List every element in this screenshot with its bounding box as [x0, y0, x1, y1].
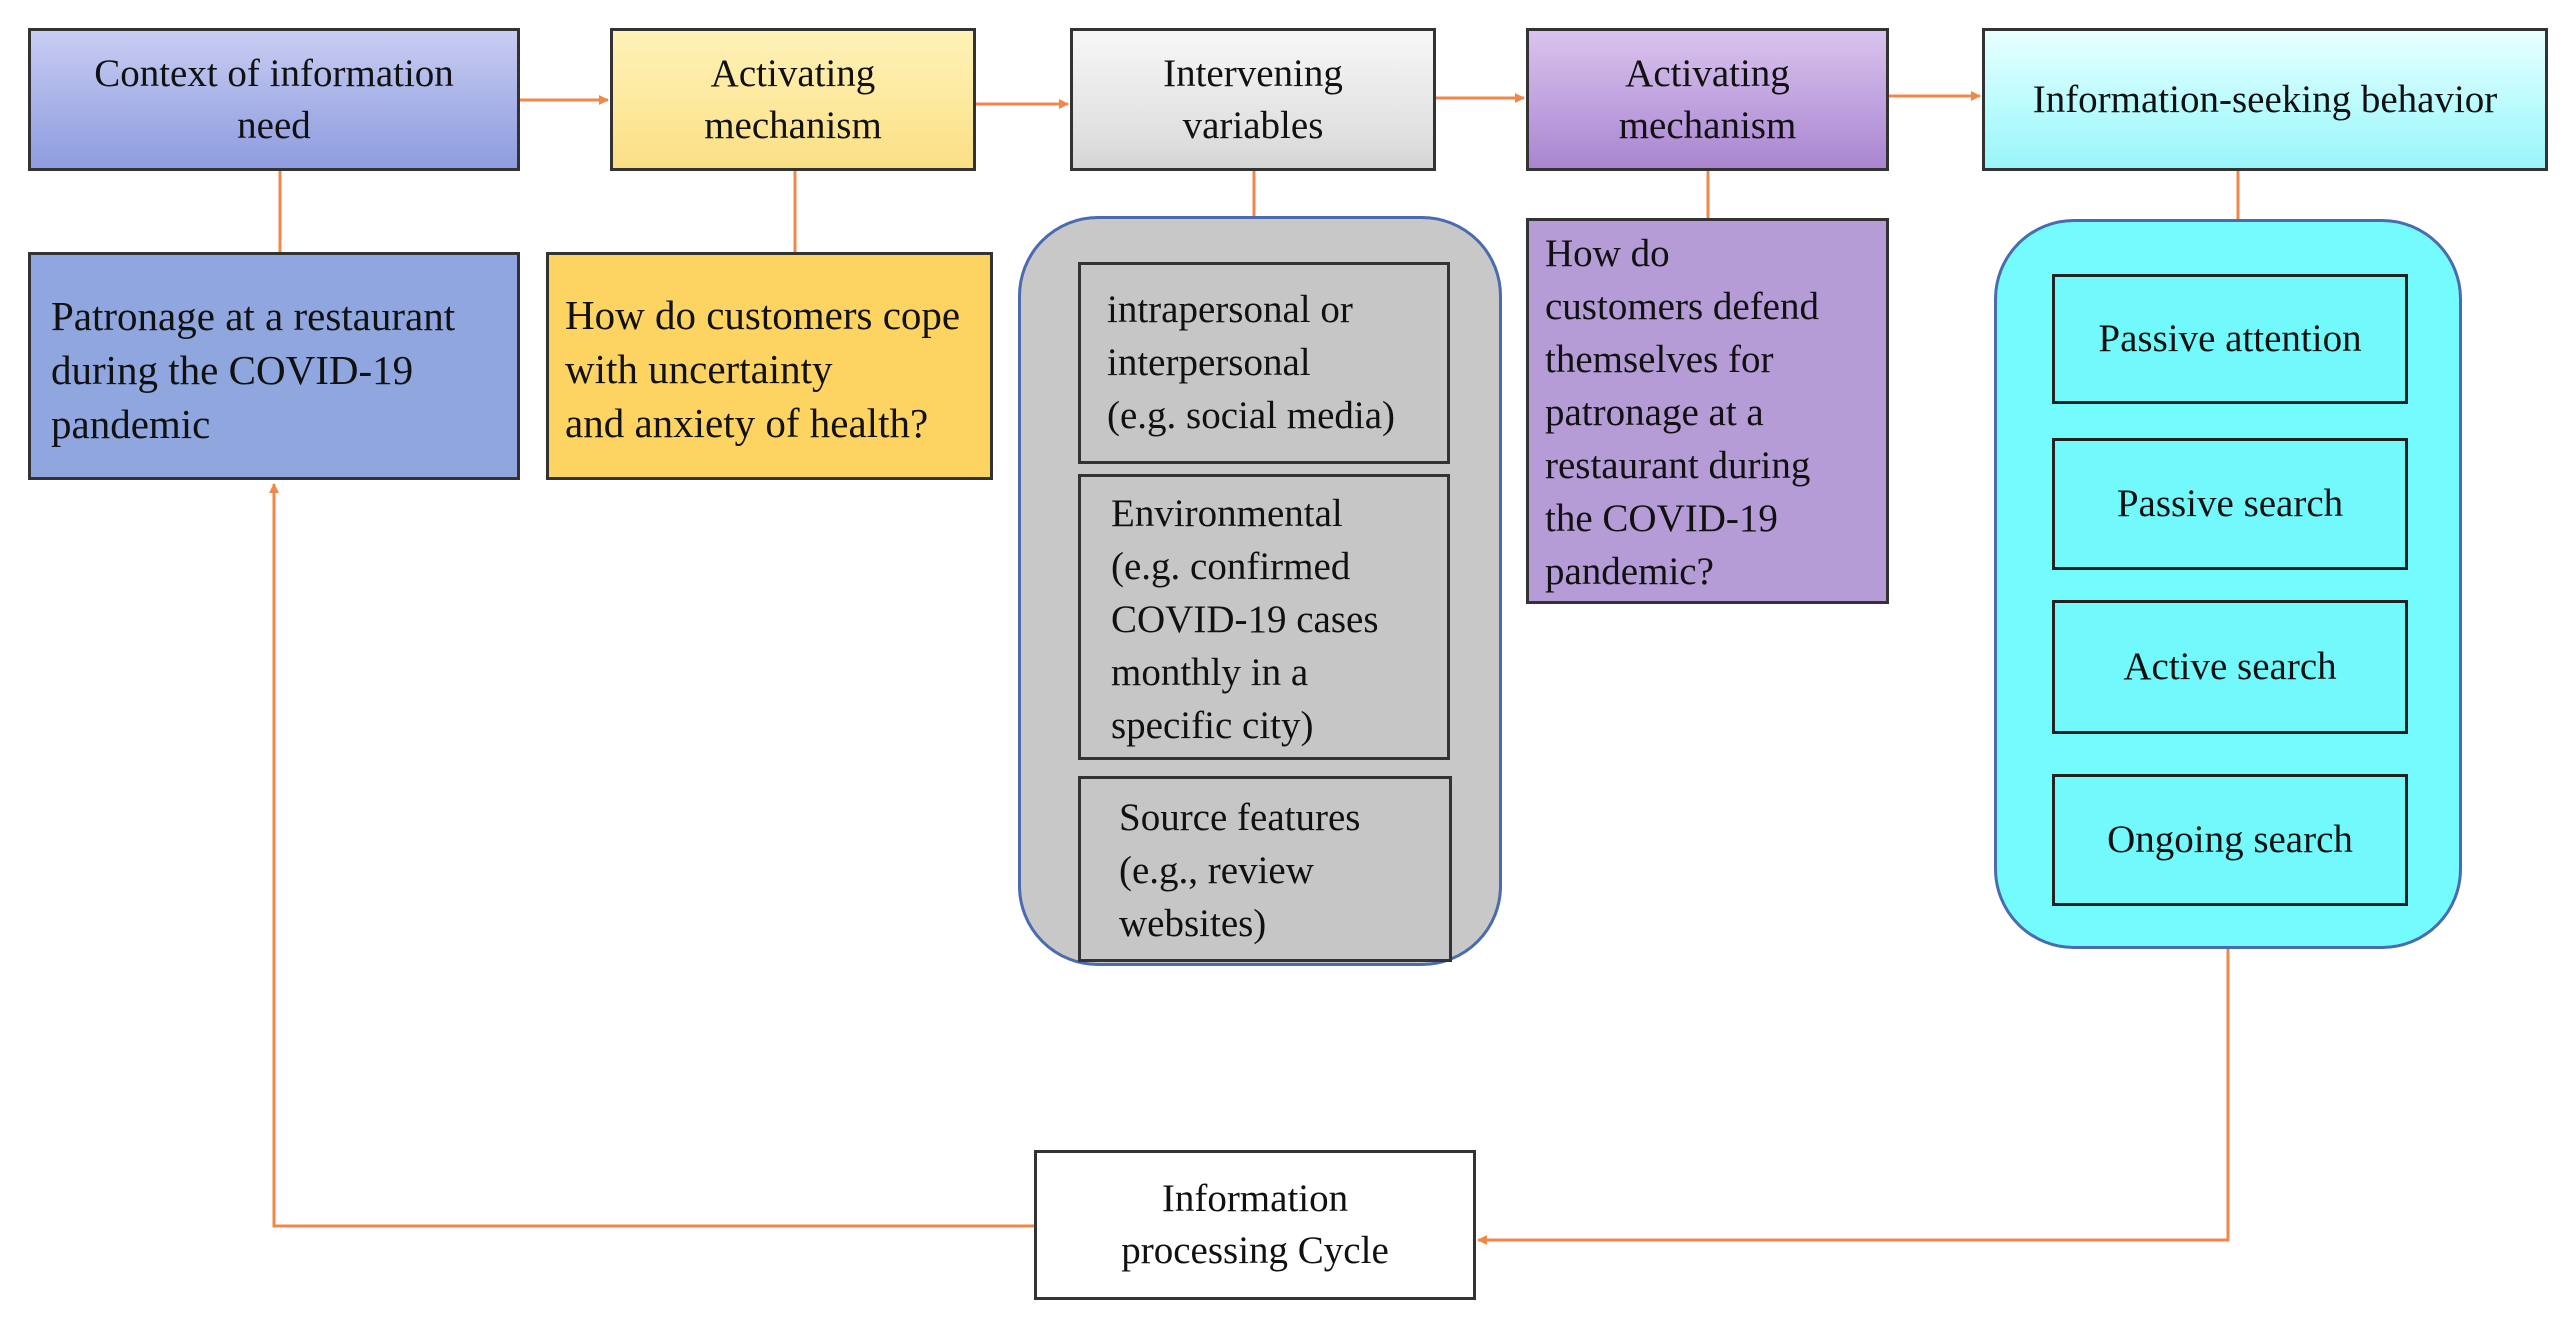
ongoing-search-label: Ongoing search — [2107, 818, 2353, 861]
patronage-text: Patronage at a restaurant during the COV… — [51, 293, 456, 447]
intervening-variables-box: Intervening variables — [1070, 28, 1436, 171]
intrapersonal-interpersonal-box: intrapersonal or interpersonal (e.g. soc… — [1078, 262, 1450, 464]
context-header-label: Context of information need — [94, 51, 454, 147]
passive-search-label: Passive search — [2116, 482, 2344, 525]
intervening-variables-label: Intervening variables — [1163, 51, 1343, 147]
ongoing-search-box: Ongoing search — [2052, 774, 2408, 906]
environmental-box: Environmental (e.g. confirmed COVID-19 c… — [1078, 474, 1450, 760]
activating-mechanism-box-2: Activating mechanism — [1526, 28, 1889, 171]
information-processing-cycle-box: Information processing Cycle — [1034, 1150, 1476, 1300]
active-search-box: Active search — [2052, 600, 2408, 734]
arrow-cycle-to-context — [269, 483, 1034, 1228]
intervening-variable-3-text: Source features (e.g., review websites) — [1119, 796, 1361, 945]
cope-question-text: How do customers cope with uncertainty a… — [565, 292, 961, 446]
cope-question-box: How do customers cope with uncertainty a… — [546, 252, 993, 480]
information-seeking-behavior-box: Information-seeking behavior — [1982, 28, 2548, 171]
context-of-information-need-box: Context of information need — [28, 28, 520, 171]
passive-search-box: Passive search — [2052, 438, 2408, 570]
passive-attention-box: Passive attention — [2052, 274, 2408, 404]
intervening-variable-2-text: Environmental (e.g. confirmed COVID-19 c… — [1111, 492, 1379, 747]
activating-mechanism-1-label: Activating mechanism — [704, 51, 882, 147]
defend-question-text: How do customers defend themselves for p… — [1545, 232, 1819, 593]
intervening-variable-1-text: intrapersonal or interpersonal (e.g. soc… — [1107, 288, 1396, 437]
activating-mechanism-box-1: Activating mechanism — [610, 28, 976, 171]
arrow-seeking-to-cycle — [1477, 949, 2230, 1245]
defend-question-box: How do customers defend themselves for p… — [1526, 218, 1889, 604]
information-processing-cycle-label: Information processing Cycle — [1121, 1177, 1389, 1272]
activating-mechanism-2-label: Activating mechanism — [1618, 51, 1797, 147]
source-features-box: Source features (e.g., review websites) — [1078, 776, 1452, 962]
information-seeking-behavior-label: Information-seeking behavior — [2032, 77, 2498, 121]
passive-attention-label: Passive attention — [2098, 317, 2362, 360]
active-search-label: Active search — [2123, 645, 2337, 688]
patronage-box: Patronage at a restaurant during the COV… — [28, 252, 520, 480]
